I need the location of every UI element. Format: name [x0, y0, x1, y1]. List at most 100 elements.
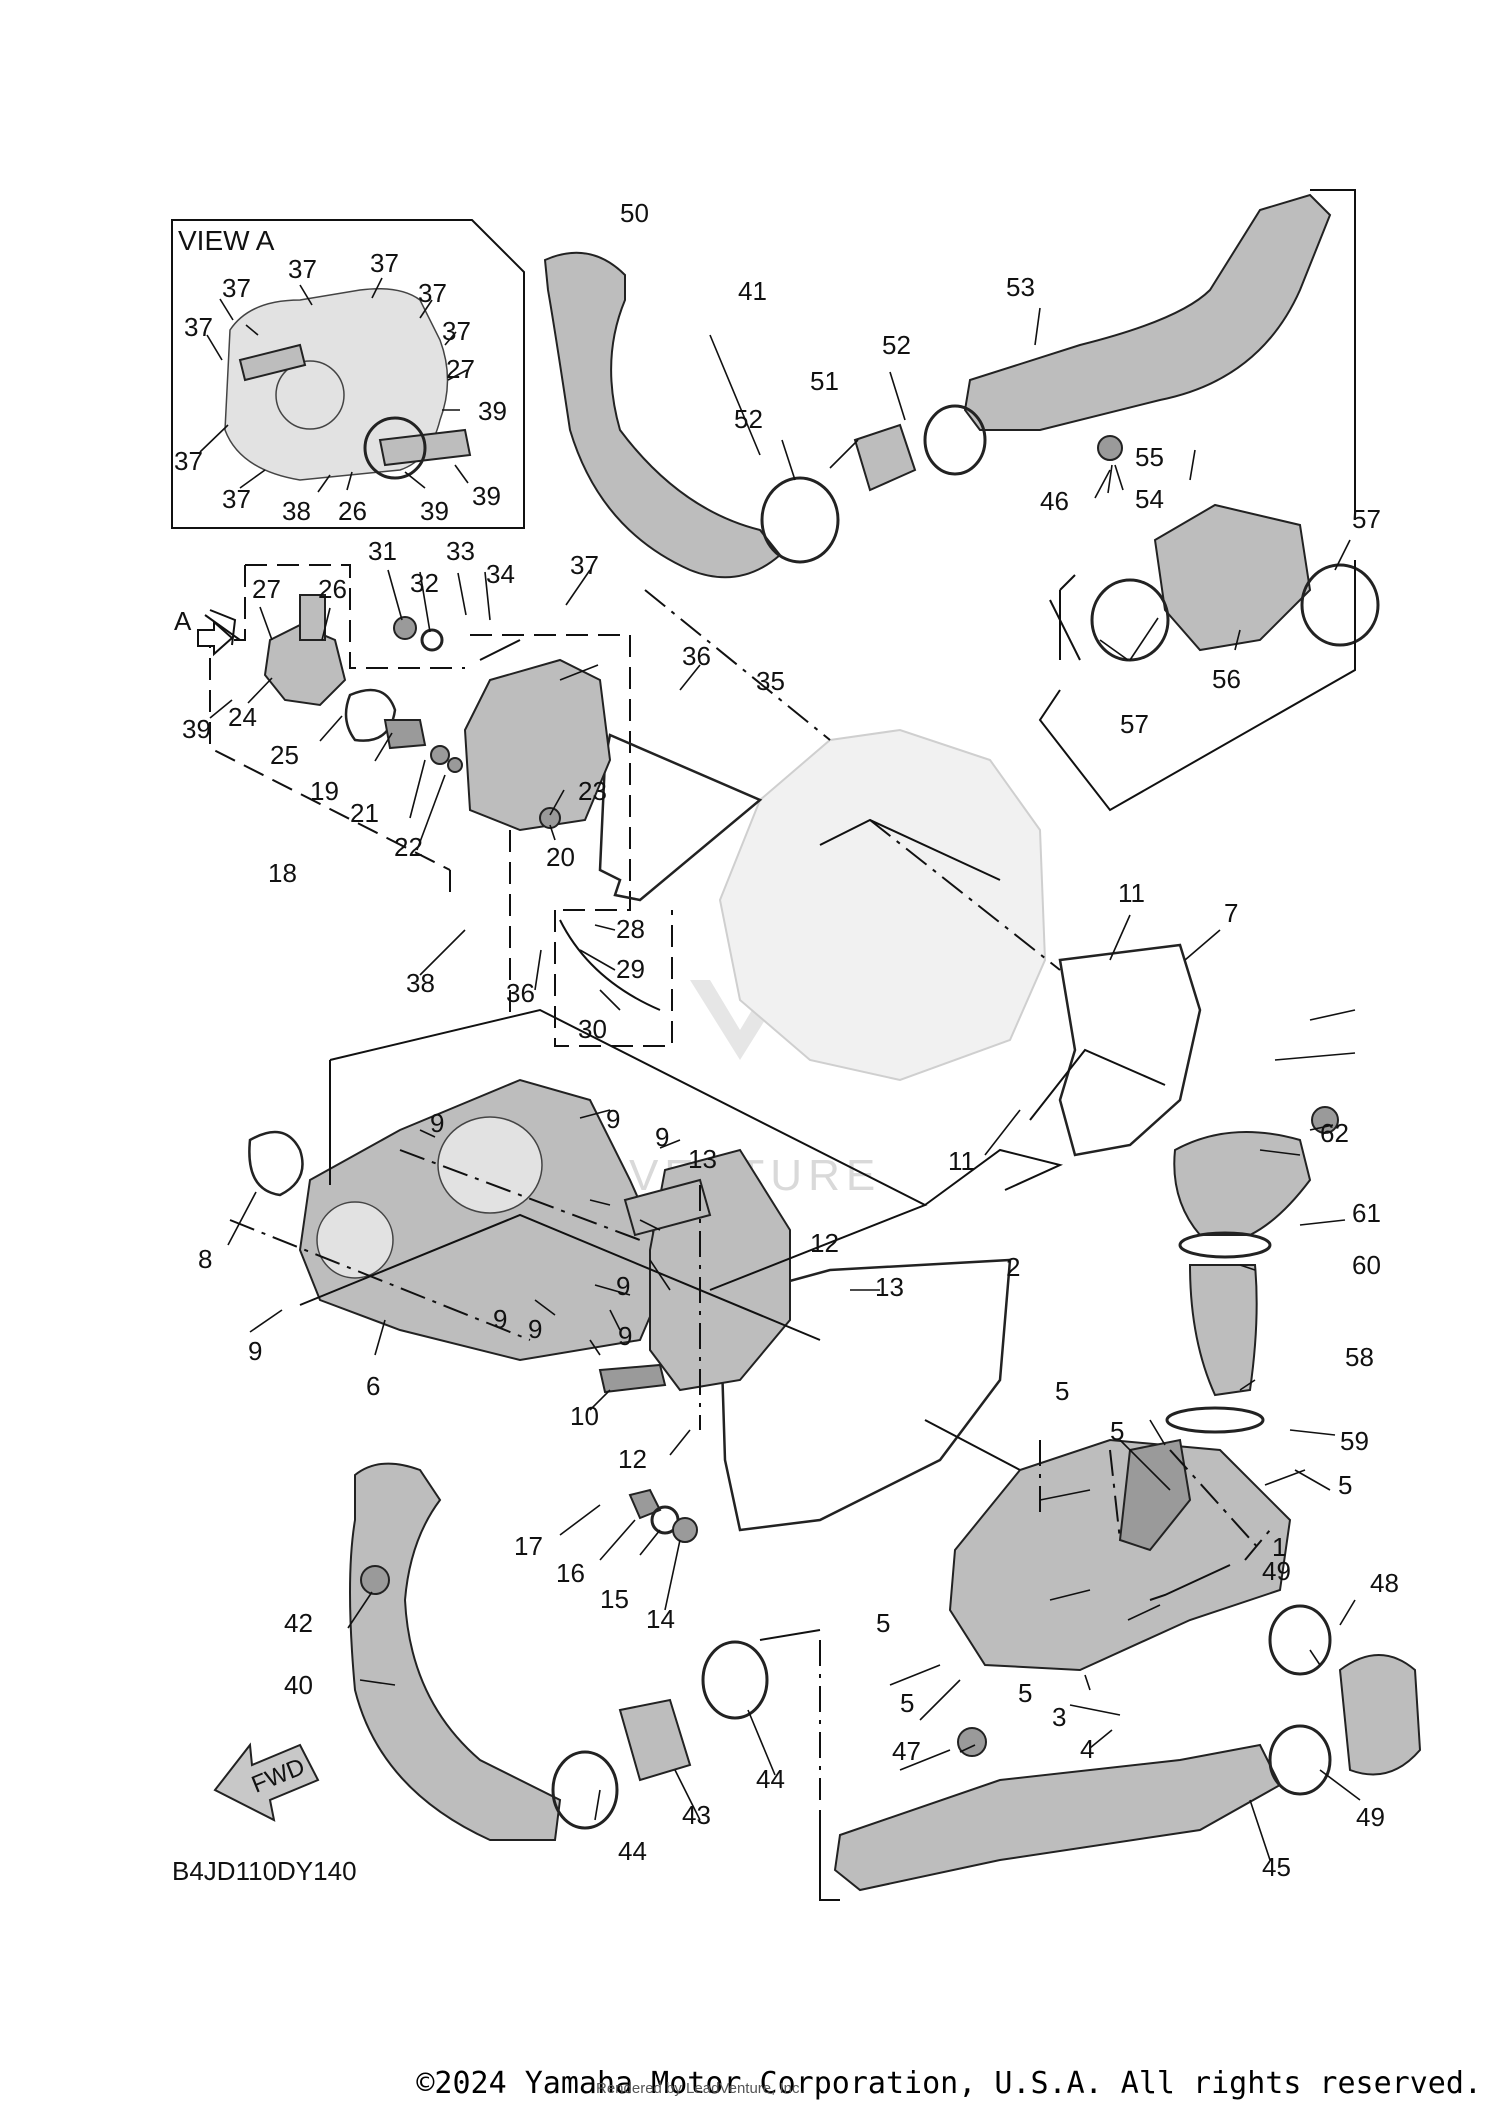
callout-59: 59	[1340, 1426, 1369, 1456]
callout-5: 5	[1338, 1470, 1352, 1500]
callout-46: 46	[1040, 486, 1069, 516]
elbow-61	[1173, 1131, 1312, 1236]
callout-37: 37	[174, 446, 203, 476]
callout-9: 9	[493, 1304, 507, 1334]
callout-37: 37	[418, 278, 447, 308]
callout-58: 58	[1345, 1342, 1374, 1372]
callout-33: 33	[446, 536, 475, 566]
callout-9: 9	[430, 1108, 444, 1138]
clamp-52-right	[923, 404, 987, 476]
callout-41: 41	[738, 276, 767, 306]
callout-labels: 37 37 37 37 37 37 27 39 37 37 38 26 39 3…	[174, 198, 1399, 1882]
callout-29: 29	[616, 954, 645, 984]
callout-12: 12	[810, 1228, 839, 1258]
callout-44: 44	[756, 1764, 785, 1794]
callout-21: 21	[350, 798, 379, 828]
callout-9: 9	[606, 1104, 620, 1134]
copyright-notice: ©2024 Yamaha Motor Corporation, U.S.A. A…	[416, 2066, 1482, 2101]
callout-20: 20	[546, 842, 575, 872]
callout-27: 27	[446, 354, 475, 384]
callout-26: 26	[318, 574, 347, 604]
duct-48	[1338, 1654, 1422, 1776]
leader-lines	[199, 277, 1361, 1861]
callout-9: 9	[618, 1321, 632, 1351]
callout-18: 18	[268, 858, 297, 888]
callout-16: 16	[556, 1558, 585, 1588]
callout-10: 10	[570, 1401, 599, 1431]
callout-28: 28	[616, 914, 645, 944]
callout-37: 37	[570, 550, 599, 580]
callout-57: 57	[1120, 709, 1149, 739]
callout-54: 54	[1135, 484, 1164, 514]
callout-37: 37	[370, 248, 399, 278]
gasket-7	[1058, 943, 1202, 1157]
duct-40	[349, 1462, 562, 1841]
view-a-title: VIEW A	[178, 225, 275, 256]
fwd-arrow: FWD	[213, 1742, 320, 1822]
callout-5: 5	[900, 1688, 914, 1718]
callout-51: 51	[810, 366, 839, 396]
callout-34: 34	[486, 559, 515, 589]
duct-53	[963, 193, 1332, 431]
callout-9: 9	[616, 1271, 630, 1301]
callout-2: 2	[1006, 1252, 1020, 1282]
callout-36: 36	[682, 641, 711, 671]
crankcase-cover	[463, 658, 612, 832]
clamp-52-left	[760, 476, 840, 564]
callout-47: 47	[892, 1736, 921, 1766]
callout-53: 53	[1006, 272, 1035, 302]
seal-8	[248, 1130, 304, 1197]
callout-14: 14	[646, 1604, 675, 1634]
callout-6: 6	[366, 1371, 380, 1401]
callout-12: 12	[618, 1444, 647, 1474]
gasket-35	[598, 733, 763, 902]
view-a-marker: A	[174, 606, 234, 657]
callout-5: 5	[876, 1608, 890, 1638]
rendered-by-credit: Rendered by LeadVenture, Inc.	[596, 2080, 804, 2097]
callout-7: 7	[1224, 898, 1238, 928]
callout-30: 30	[578, 1014, 607, 1044]
callout-45: 45	[1262, 1852, 1291, 1882]
callout-49: 49	[1262, 1556, 1291, 1586]
duct-45	[833, 1743, 1282, 1892]
callout-52: 52	[734, 404, 763, 434]
callout-39: 39	[420, 496, 449, 526]
callout-35: 35	[756, 666, 785, 696]
boot-56	[1153, 503, 1312, 652]
callout-44: 44	[618, 1836, 647, 1866]
callout-5: 5	[1055, 1376, 1069, 1406]
callout-43: 43	[682, 1800, 711, 1830]
callout-3: 3	[1052, 1702, 1066, 1732]
callout-38: 38	[282, 496, 311, 526]
callout-19: 19	[310, 776, 339, 806]
callout-31: 31	[368, 536, 397, 566]
callout-9: 9	[528, 1314, 542, 1344]
callout-9: 9	[655, 1122, 669, 1152]
callout-13: 13	[688, 1144, 717, 1174]
callout-39: 39	[472, 481, 501, 511]
reference-lines	[204, 189, 1356, 1901]
callout-60: 60	[1352, 1250, 1381, 1280]
callout-1: 1	[1272, 1532, 1286, 1562]
callout-15: 15	[600, 1584, 629, 1614]
callout-57: 57	[1352, 504, 1381, 534]
callout-5: 5	[1110, 1416, 1124, 1446]
callout-49: 49	[1356, 1802, 1385, 1832]
gasket-2	[718, 1258, 1012, 1532]
callout-39: 39	[182, 714, 211, 744]
coupler-43	[618, 1698, 692, 1782]
cvt-outer-cover-1	[948, 1438, 1292, 1672]
callout-8: 8	[198, 1244, 212, 1274]
callout-37: 37	[222, 273, 251, 303]
callout-11: 11	[1118, 878, 1145, 908]
callout-13: 13	[875, 1272, 904, 1302]
view-a-marker-letter: A	[174, 606, 192, 636]
callout-22: 22	[394, 832, 423, 862]
duct-58	[1188, 1264, 1258, 1397]
callout-27: 27	[252, 574, 281, 604]
view-a-inset: VIEW A	[171, 219, 525, 529]
callout-26: 26	[338, 496, 367, 526]
callout-11: 11	[948, 1146, 975, 1176]
callout-55: 55	[1135, 442, 1164, 472]
